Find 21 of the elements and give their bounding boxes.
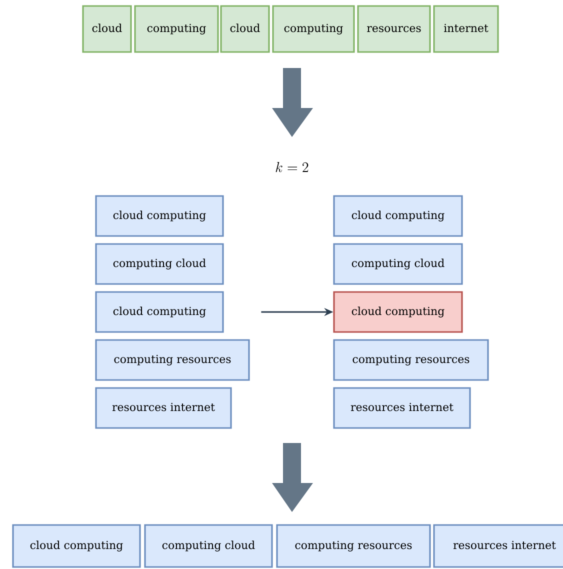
phrase-box: cloud computing bbox=[12, 524, 141, 568]
word-box: cloud bbox=[82, 5, 132, 53]
word-box: computing bbox=[134, 5, 219, 53]
phrase-box: computing cloud bbox=[95, 243, 224, 285]
highlighted-phrase-box: cloud computing bbox=[333, 291, 463, 333]
phrase-box: computing cloud bbox=[333, 243, 463, 285]
phrase-box: computing resources bbox=[276, 524, 431, 568]
word-box: internet bbox=[433, 5, 499, 53]
phrase-box: cloud computing bbox=[95, 195, 224, 237]
word-box: resources bbox=[357, 5, 431, 53]
parameter-label: $k = 2$ bbox=[276, 162, 308, 172]
phrase-box: computing resources bbox=[333, 339, 489, 381]
word-box: computing bbox=[272, 5, 355, 53]
phrase-box: computing cloud bbox=[144, 524, 273, 568]
phrase-box: resources internet bbox=[333, 387, 471, 429]
phrase-box: cloud computing bbox=[333, 195, 463, 237]
phrase-box: resources internet bbox=[95, 387, 232, 429]
phrase-box: resources internet bbox=[433, 524, 563, 568]
phrase-box: computing resources bbox=[95, 339, 250, 381]
phrase-box: cloud computing bbox=[95, 291, 224, 333]
word-box: cloud bbox=[220, 5, 270, 53]
